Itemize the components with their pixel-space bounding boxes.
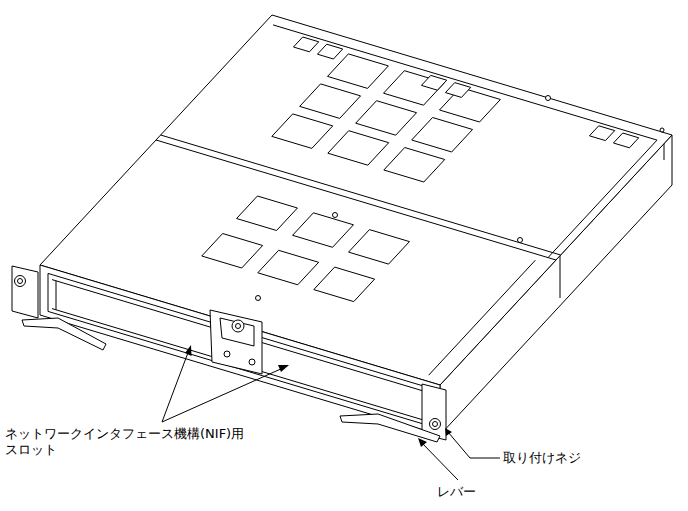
part-label: レバー — [436, 484, 477, 500]
latch-screw — [249, 359, 255, 365]
latch-screw — [232, 320, 244, 332]
latch — [210, 310, 262, 374]
leader-line — [448, 432, 500, 458]
arrowhead — [445, 428, 452, 436]
part-label: 取り付けネジ — [502, 450, 582, 466]
arrowhead — [185, 345, 192, 356]
screw — [18, 279, 23, 284]
screw — [15, 276, 26, 287]
arrowhead — [418, 438, 427, 447]
latch-screw — [224, 351, 230, 357]
hole — [660, 128, 664, 132]
wall-edge — [664, 143, 665, 160]
part-label: ネットワークインタフェース機構(NIF)用 スロット — [4, 426, 288, 458]
leader-line — [162, 368, 283, 422]
front-face — [40, 265, 440, 435]
wall-edge — [560, 256, 561, 298]
hole — [256, 296, 261, 301]
leader-line — [421, 442, 458, 480]
hole — [333, 213, 338, 218]
arrowhead — [278, 365, 289, 372]
screw — [430, 419, 441, 430]
latch-screw — [236, 324, 241, 329]
hole — [546, 96, 551, 101]
lever — [22, 318, 106, 350]
mounting-bracket — [12, 266, 38, 318]
hole — [518, 238, 523, 243]
screw — [433, 422, 438, 427]
lever — [340, 414, 440, 442]
leader-line — [162, 350, 189, 422]
latch — [220, 318, 254, 346]
